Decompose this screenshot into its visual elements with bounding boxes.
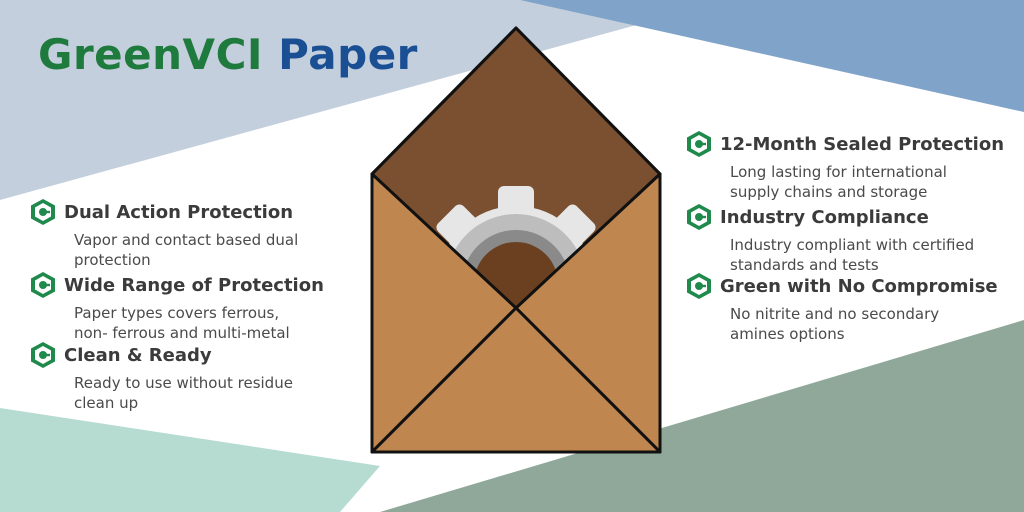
feature-description-line: clean up <box>74 394 139 412</box>
feature-clean-ready: Clean & Ready Ready to use without resid… <box>30 341 360 413</box>
shield-icon <box>31 342 55 368</box>
background-shape-top-right <box>520 0 1024 112</box>
feature-heading-row: Green with No Compromise <box>686 272 1016 300</box>
feature-heading-row: 12-Month Sealed Protection <box>686 130 1016 158</box>
feature-dual-action: Dual Action Protection Vapor and contact… <box>30 198 360 270</box>
envelope-outline <box>370 26 662 454</box>
feature-description: Vapor and contact based dual protection <box>74 230 360 270</box>
feature-description-line: amines options <box>730 325 845 343</box>
shield-icon <box>687 131 711 157</box>
page-title: GreenVCI Paper <box>38 30 418 79</box>
feature-description: Ready to use without residue clean up <box>74 373 360 413</box>
shield-icon <box>31 199 55 225</box>
feature-description-line: Ready to use without residue <box>74 374 293 392</box>
feature-heading-row: Dual Action Protection <box>30 198 360 226</box>
feature-description-line: protection <box>74 251 151 269</box>
feature-12-month: 12-Month Sealed Protection Long lasting … <box>686 130 1016 202</box>
feature-green-no-compromise: Green with No Compromise No nitrite and … <box>686 272 1016 344</box>
title-green-part: GreenVCI <box>38 30 264 79</box>
feature-heading: Industry Compliance <box>720 206 929 228</box>
feature-description: No nitrite and no secondary amines optio… <box>730 304 1016 344</box>
background-shape-bottom-left <box>0 408 380 512</box>
feature-description: Paper types covers ferrous, non- ferrous… <box>74 303 360 343</box>
shield-icon <box>31 272 55 298</box>
feature-description-line: supply chains and storage <box>730 183 928 201</box>
feature-wide-range: Wide Range of Protection Paper types cov… <box>30 271 360 343</box>
feature-heading: Clean & Ready <box>64 344 212 366</box>
feature-description-line: Long lasting for international <box>730 163 947 181</box>
envelope-gear-icon <box>370 26 662 454</box>
feature-description-line: standards and tests <box>730 256 879 274</box>
feature-heading: Wide Range of Protection <box>64 274 324 296</box>
feature-heading-row: Wide Range of Protection <box>30 271 360 299</box>
shield-icon <box>687 204 711 230</box>
feature-heading: Green with No Compromise <box>720 275 998 297</box>
feature-heading: 12-Month Sealed Protection <box>720 133 1005 155</box>
feature-description: Industry compliant with certified standa… <box>730 235 1016 275</box>
title-blue-part: Paper <box>278 30 418 79</box>
feature-description-line: Vapor and contact based dual <box>74 231 299 249</box>
feature-description-line: non- ferrous and multi-metal <box>74 324 290 342</box>
feature-heading-row: Clean & Ready <box>30 341 360 369</box>
background-shape-top-left <box>0 0 640 200</box>
feature-heading-row: Industry Compliance <box>686 203 1016 231</box>
feature-description-line: Industry compliant with certified <box>730 236 975 254</box>
feature-description-line: No nitrite and no secondary <box>730 305 940 323</box>
background-shape-bottom-right <box>380 320 1024 512</box>
feature-description-line: Paper types covers ferrous, <box>74 304 280 322</box>
feature-industry-compliance: Industry Compliance Industry compliant w… <box>686 203 1016 275</box>
shield-icon <box>687 273 711 299</box>
feature-heading: Dual Action Protection <box>64 201 294 223</box>
feature-description: Long lasting for international supply ch… <box>730 162 1016 202</box>
